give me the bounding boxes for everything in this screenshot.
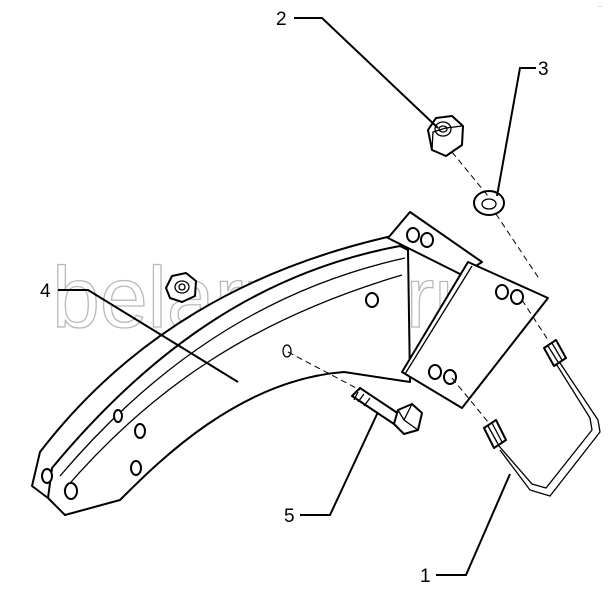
callout-number: 1: [420, 566, 431, 587]
callout-4: 4: [40, 281, 239, 383]
washer-part-3: [473, 190, 505, 216]
corner-mark: ~: [598, 4, 602, 11]
assembly-line-bolt: [287, 351, 361, 391]
assembly-line-washer: [495, 213, 541, 281]
assembly-line-nut: [451, 151, 489, 197]
u-bolt-part-1: [483, 339, 601, 497]
callout-3: 3: [496, 59, 549, 197]
assembly-line-ubolt-top: [521, 299, 549, 341]
callout-number: 4: [40, 281, 51, 302]
callout-number: 3: [538, 59, 549, 80]
nut-left: [165, 272, 197, 303]
nut-part-2: [427, 115, 464, 157]
callout-number: 2: [276, 9, 287, 30]
callout-2: 2: [276, 9, 439, 129]
callout-1: 1: [420, 473, 511, 587]
callout-5: 5: [284, 411, 379, 527]
bolt-part-5: [351, 387, 423, 435]
callout-number: 5: [284, 506, 295, 527]
bracket-part-4: [31, 211, 549, 516]
